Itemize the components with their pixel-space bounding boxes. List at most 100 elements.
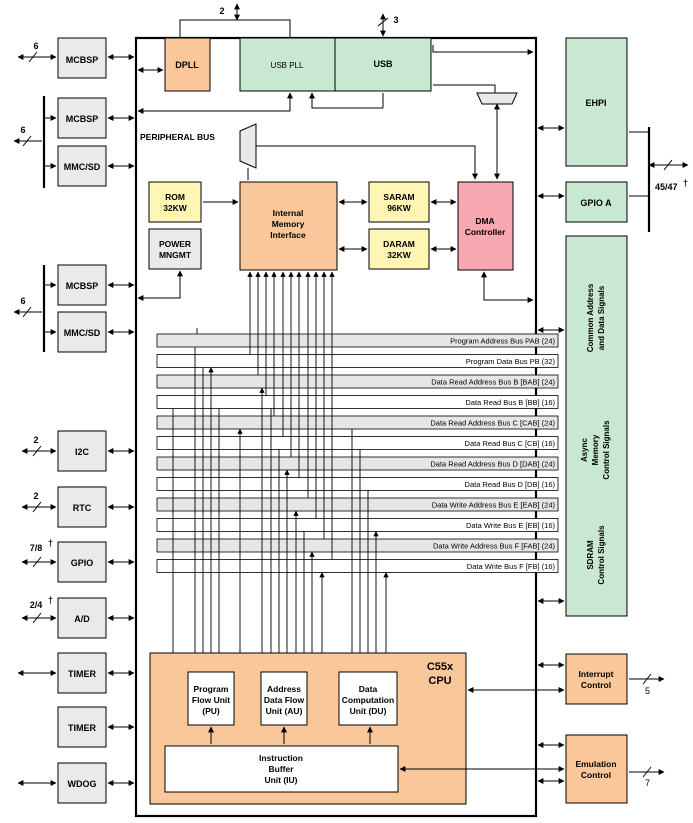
imi-line-2: Memory — [272, 219, 305, 229]
power-label-2: MNGMT — [159, 250, 192, 260]
pu-line-2: Flow Unit — [192, 695, 230, 705]
bus-label-4: Data Read Address Bus C [CAB] (24) — [430, 419, 555, 428]
du-line-2: Computation — [342, 695, 394, 705]
top-connections — [137, 3, 534, 114]
imi-line-3: Interface — [270, 230, 306, 240]
top-width-2: 2 — [219, 6, 224, 16]
au-line-2: Data Flow — [264, 695, 305, 705]
cpu-internal-arrows — [208, 687, 565, 772]
pu-line-1: Program — [194, 684, 229, 694]
power-block: POWER MNGMT — [148, 228, 202, 270]
imi-line-1: Internal — [273, 208, 304, 218]
bus-1: Program Data Bus PB (32) — [156, 354, 559, 368]
mmcsd-label-1: MMC/SD — [64, 162, 101, 172]
interrupt-line-1: Interrupt — [579, 669, 614, 679]
bus-label-0: Program Address Bus PAB (24) — [450, 337, 555, 346]
left-block-chip-arrows — [107, 54, 135, 786]
address-data-flow-unit: Address Data Flow Unit (AU) — [260, 671, 308, 726]
width-label-6a: 6 — [33, 41, 38, 51]
right-connections — [537, 125, 689, 784]
interrupt-width: 5 — [645, 686, 650, 696]
bus-5: Data Read Bus C [CB] (16) — [156, 436, 559, 450]
dma-label: DMA — [475, 216, 494, 226]
mcbsp-block-2: MCBSP — [57, 97, 107, 139]
bus-bar-6 — [156, 456, 559, 471]
usb-pll-block: USB PLL — [239, 37, 336, 92]
i2c-label: I2C — [75, 447, 90, 457]
bus-bar-8 — [156, 497, 559, 512]
timer-label-1: TIMER — [68, 669, 96, 679]
top-width-3: 3 — [393, 15, 398, 25]
bus-label-11: Data Write Bus F [FB] (16) — [467, 562, 556, 571]
daram-label: DARAM — [383, 239, 415, 249]
peripheral-bus-mux — [239, 123, 257, 169]
width-label-78: 7/8 — [30, 543, 43, 553]
dagger-mark-1: † — [48, 538, 53, 548]
ad-label: A/D — [74, 614, 90, 624]
timer-block-1: TIMER — [57, 652, 107, 694]
peripheral-bus-line — [256, 145, 478, 180]
cpu-title-2: CPU — [428, 675, 451, 687]
bus-label-9: Data Write Bus E [EB] (16) — [466, 521, 556, 530]
emulation-line-2: Control — [581, 770, 611, 780]
saram-size: 96KW — [387, 203, 412, 213]
gpioa-block: GPIO A — [565, 181, 628, 223]
gpio-block: GPIO — [57, 541, 107, 583]
dpll-block: DPLL — [164, 37, 211, 92]
width-label-6b: 6 — [20, 125, 25, 135]
bus-bar-10 — [156, 538, 559, 553]
async-line-1: Async — [580, 437, 589, 462]
daram-size: 32KW — [387, 250, 412, 260]
bus-bar-1 — [156, 354, 559, 368]
mmcsd-block-2: MMC/SD — [57, 311, 107, 353]
sdram-line-2: Control Signals — [597, 525, 606, 585]
timer-block-2: TIMER — [57, 706, 107, 748]
usb-label: USB — [373, 59, 393, 69]
i2c-block: I2C — [57, 430, 107, 472]
gpio-label: GPIO — [71, 558, 94, 568]
bus-11: Data Write Bus F [FB] (16) — [156, 559, 559, 573]
emulation-line-1: Emulation — [575, 759, 616, 769]
right-width-4547: 45/47 — [655, 182, 678, 192]
bus-bar-5 — [156, 436, 559, 450]
internal-memory-interface: Internal Memory Interface — [239, 181, 338, 271]
pu-line-3: (PU) — [202, 706, 220, 716]
mcbsp-block-3: MCBSP — [57, 264, 107, 306]
cpu-title-1: C55x — [427, 661, 454, 673]
mmcsd-block-1: MMC/SD — [57, 145, 107, 187]
internal-buses: Program Address Bus PAB (24) Program Data… — [156, 333, 559, 573]
sdram-line-1: SDRAM — [586, 540, 595, 570]
data-computation-unit: Data Computation Unit (DU) — [338, 671, 398, 726]
rtc-label: RTC — [73, 503, 92, 513]
bus-label-3: Data Read Bus B [BB] (16) — [465, 398, 555, 407]
bus-bar-3 — [156, 395, 559, 409]
bus-0: Program Address Bus PAB (24) — [156, 333, 559, 348]
bus-7: Data Read Bus D [DB] (16) — [156, 477, 559, 491]
au-line-3: Unit (AU) — [266, 706, 303, 716]
async-line-3: Control Signals — [602, 420, 611, 480]
rom-block: ROM 32KW — [148, 181, 202, 223]
bus-10: Data Write Address Bus F [FAB] (24) — [156, 538, 559, 553]
ehpi-label: EHPI — [585, 98, 606, 108]
program-flow-unit: Program Flow Unit (PU) — [187, 671, 235, 726]
bus-bar-7 — [156, 477, 559, 491]
usb-block: USB — [334, 37, 432, 92]
mcbsp-label-3: MCBSP — [66, 281, 99, 291]
bus-label-10: Data Write Address Bus F [FAB] (24) — [433, 542, 555, 551]
bus-bar-0 — [156, 333, 559, 348]
usb-pll-label: USB PLL — [271, 61, 304, 70]
power-link — [137, 270, 183, 301]
bus-4: Data Read Address Bus C [CAB] (24) — [156, 415, 559, 430]
mcbsp-label-1: MCBSP — [66, 55, 99, 65]
bus-8: Data Write Address Bus E [EAB] (24) — [156, 497, 559, 512]
interrupt-control-block: Interrupt Control — [565, 653, 628, 705]
dpll-label: DPLL — [175, 60, 199, 70]
rom-size: 32KW — [163, 203, 188, 213]
bus-label-1: Program Data Bus PB (32) — [466, 357, 556, 366]
memory-links — [338, 199, 534, 303]
mcbsp-block-1: MCBSP — [57, 37, 107, 79]
interrupt-line-2: Control — [581, 680, 611, 690]
bus-6: Data Read Address Bus D [DAB] (24) — [156, 456, 559, 471]
dagger-mark-2: † — [48, 595, 53, 605]
